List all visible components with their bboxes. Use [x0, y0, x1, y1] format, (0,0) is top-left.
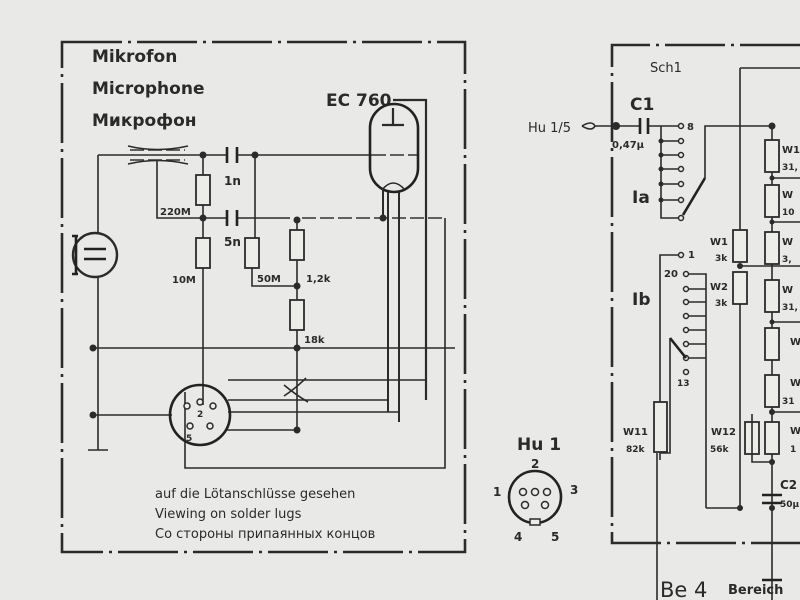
w11-value: 82k: [626, 445, 646, 455]
partial-label-8: 31,: [782, 303, 798, 313]
partial-label-6: 3,: [782, 255, 792, 265]
title-de: Mikrofon: [92, 47, 177, 67]
w11-label: W11: [623, 427, 648, 438]
connector-title: Hu 1: [517, 435, 561, 455]
shield-symbol: [283, 377, 309, 403]
resistor-w11: [653, 401, 668, 453]
resistor-50M: [244, 237, 260, 269]
resistor-w1: [732, 229, 748, 263]
switch-pos-13: 13: [677, 379, 690, 389]
microphone-symbol: [71, 231, 119, 279]
connector-pin-4: 4: [514, 530, 522, 544]
resistor-10M: [195, 237, 211, 269]
footer-text: Bereich: [728, 583, 783, 598]
microphone-panel: Mikrofon Microphone Микрофон EC 760 1n 2…: [60, 40, 467, 554]
partial-label-10: W: [790, 378, 800, 389]
switch-ib-label: Ib: [632, 290, 651, 310]
title-en: Microphone: [92, 79, 204, 99]
panel-title: Sch1: [650, 61, 682, 76]
c1-value: 0,47µ: [612, 140, 645, 151]
resistor-10M-label: 10M: [172, 275, 196, 286]
c2-value: 50µ: [780, 500, 800, 510]
partial-label-11: 31: [782, 397, 795, 407]
resistor-18k: [289, 299, 305, 331]
partial-label-9: W: [790, 337, 800, 348]
socket-pin-2: 2: [197, 410, 203, 420]
switch-ia-contacts: [658, 122, 707, 222]
tube-label: EC 760: [326, 91, 392, 111]
resistor-18k-label: 18k: [304, 335, 325, 346]
note-de: auf die Lötanschlüsse gesehen: [155, 487, 355, 502]
connector-pin-1: 1: [493, 485, 501, 499]
resistor-1k2-label: 1,2k: [306, 274, 331, 285]
w12-value: 56k: [710, 445, 730, 455]
tube-ec760-symbol: [368, 98, 428, 422]
partial-label-2: 31,: [782, 163, 798, 173]
resistor-220M: [195, 174, 211, 206]
note-ru: Со стороны припаянных концов: [155, 527, 375, 542]
c2-label: C2: [780, 478, 797, 492]
partial-label-3: W: [782, 190, 793, 201]
input-label: Hu 1/5: [528, 121, 571, 136]
connector-pin-2: 2: [531, 457, 539, 471]
partial-label-5: W: [782, 237, 793, 248]
partial-label-1: W1: [782, 145, 800, 156]
w12-label: W12: [711, 427, 736, 438]
partial-label-4: 10: [782, 208, 795, 218]
note-en: Viewing on solder lugs: [155, 507, 302, 522]
c1-label: C1: [630, 95, 654, 115]
cap-5n-label: 5n: [224, 235, 241, 249]
partial-label-7: W: [782, 285, 793, 296]
panel-border: [60, 40, 467, 554]
switch-ib-contacts: [668, 270, 707, 508]
w1-label: W1: [710, 237, 728, 248]
w1-value: 3k: [715, 254, 728, 264]
cap-1n-label: 1n: [224, 174, 241, 188]
partial-label-12: W: [790, 426, 800, 437]
resistor-220M-label: 220M: [160, 207, 191, 218]
resistor-50M-label: 50M: [257, 274, 281, 285]
footer-code: Be 4: [660, 578, 707, 600]
socket-pin-5: 5: [186, 434, 192, 444]
w2-label: W2: [710, 282, 728, 293]
switch-panel: Sch1 Hu 1/5 C1 0,47µ 8 Ia 1 20 13 Ib: [528, 43, 800, 600]
resistor-ladder: [744, 139, 780, 455]
connector-pin-5: 5: [551, 530, 559, 544]
resistor-1k2: [289, 229, 305, 261]
connector-hu1: Hu 1 1 2 3 4 5: [493, 435, 578, 544]
connector-pin-3: 3: [570, 483, 578, 497]
microphone-socket: 2 5: [168, 383, 232, 447]
switch-pos-1: 1: [688, 250, 695, 261]
partial-label-13: 1: [790, 445, 796, 455]
resistor-w2: [732, 271, 748, 305]
switch-pos-20: 20: [664, 269, 678, 280]
switch-pos-8: 8: [687, 122, 694, 133]
switch-ia-label: Ia: [632, 188, 650, 208]
w2-value: 3k: [715, 299, 728, 309]
title-ru: Микрофон: [92, 111, 197, 131]
